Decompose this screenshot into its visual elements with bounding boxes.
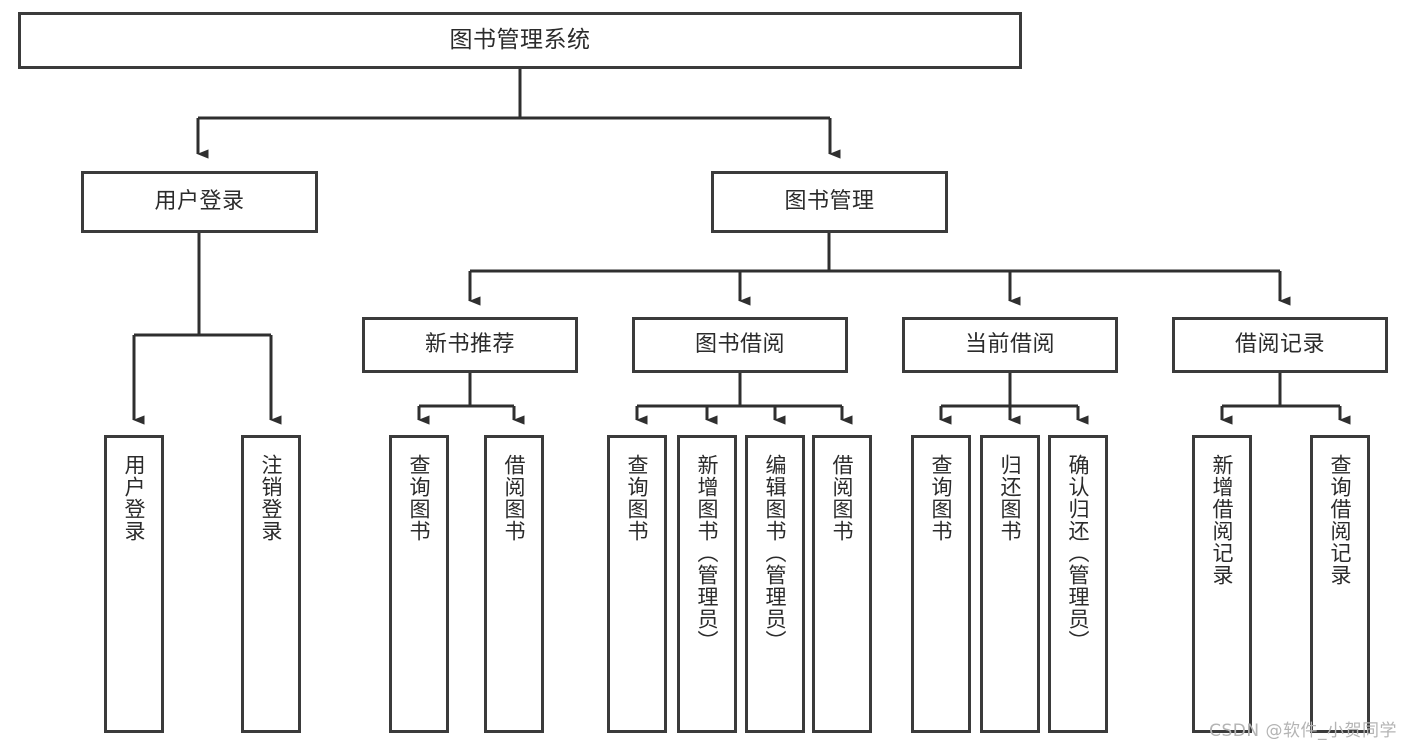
- leaf-new-book-2-label: 借阅图书: [502, 454, 527, 542]
- node-user-login[interactable]: 用户登录: [81, 171, 318, 233]
- node-book-borrow-label: 图书借阅: [694, 332, 785, 358]
- node-new-book-recommend[interactable]: 新书推荐: [362, 317, 578, 373]
- leaf-user-login-1[interactable]: 用户登录: [104, 435, 164, 733]
- leaf-book-borrow-3-label: 编辑图书（管理员）: [763, 454, 788, 652]
- leaf-book-borrow-3[interactable]: 编辑图书（管理员）: [745, 435, 805, 733]
- leaf-book-borrow-1-label: 查询图书: [625, 454, 650, 542]
- csdn-watermark: CSDN @软件_小贺同学: [1209, 721, 1397, 741]
- leaf-user-login-1-label: 用户登录: [122, 454, 147, 542]
- node-root-label: 图书管理系统: [449, 26, 591, 53]
- leaf-current-borrow-2-label: 归还图书: [998, 454, 1023, 542]
- leaf-borrow-record-2-label: 查询借阅记录: [1328, 454, 1353, 586]
- node-root[interactable]: 图书管理系统: [18, 12, 1022, 69]
- leaf-current-borrow-3[interactable]: 确认归还（管理员）: [1048, 435, 1108, 733]
- leaf-new-book-1-label: 查询图书: [407, 454, 432, 542]
- leaf-current-borrow-1[interactable]: 查询图书: [911, 435, 971, 733]
- leaf-book-borrow-2-label: 新增图书（管理员）: [695, 454, 720, 652]
- leaf-current-borrow-2[interactable]: 归还图书: [980, 435, 1040, 733]
- leaf-user-login-2-label: 注销登录: [259, 454, 284, 542]
- leaf-book-borrow-1[interactable]: 查询图书: [607, 435, 667, 733]
- leaf-borrow-record-1[interactable]: 新增借阅记录: [1192, 435, 1252, 733]
- leaf-book-borrow-4[interactable]: 借阅图书: [812, 435, 872, 733]
- node-book-manage-label: 图书管理: [784, 189, 875, 215]
- node-borrow-record[interactable]: 借阅记录: [1172, 317, 1388, 373]
- leaf-new-book-2[interactable]: 借阅图书: [484, 435, 544, 733]
- leaf-borrow-record-2[interactable]: 查询借阅记录: [1310, 435, 1370, 733]
- leaf-book-borrow-4-label: 借阅图书: [830, 454, 855, 542]
- node-current-borrow[interactable]: 当前借阅: [902, 317, 1118, 373]
- node-user-login-label: 用户登录: [154, 189, 245, 215]
- leaf-new-book-1[interactable]: 查询图书: [389, 435, 449, 733]
- leaf-borrow-record-1-label: 新增借阅记录: [1210, 454, 1235, 586]
- leaf-current-borrow-1-label: 查询图书: [929, 454, 954, 542]
- node-new-book-recommend-label: 新书推荐: [424, 332, 515, 358]
- node-book-manage[interactable]: 图书管理: [711, 171, 948, 233]
- node-borrow-record-label: 借阅记录: [1234, 332, 1325, 358]
- leaf-book-borrow-2[interactable]: 新增图书（管理员）: [677, 435, 737, 733]
- leaf-user-login-2[interactable]: 注销登录: [241, 435, 301, 733]
- node-book-borrow[interactable]: 图书借阅: [632, 317, 848, 373]
- node-current-borrow-label: 当前借阅: [964, 332, 1055, 358]
- leaf-current-borrow-3-label: 确认归还（管理员）: [1066, 454, 1091, 652]
